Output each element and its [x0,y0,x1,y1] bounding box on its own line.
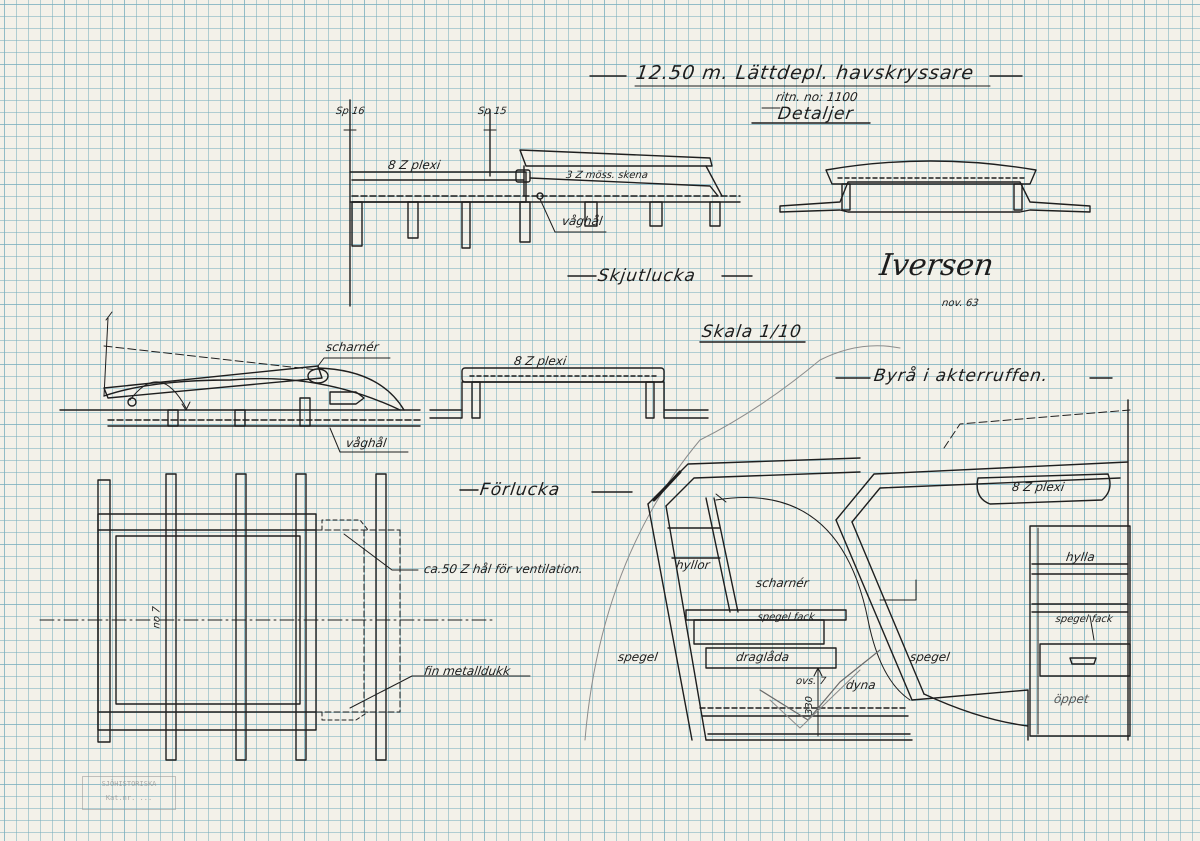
drawing-title: 12.50 m. Lättdepl. havskryssare [634,62,976,84]
title-rules [459,75,1113,493]
station-15-label: Sp 15 [477,106,508,117]
forlucka-drawing [39,311,709,761]
mirror-compartment-2-label: spegel fack [1054,614,1114,625]
archive-stamp: SJÖHISTORISKA Kat.nr. ... [82,776,176,810]
byra-heading: Byrå i akterruffen. [872,366,1050,386]
metal-mesh-label: fin metalldukk [423,664,512,678]
shelf-label: hylla [1065,550,1096,564]
byra-drawing [584,345,1131,741]
byra-plexi-label: 8 Z plexi [1011,480,1066,494]
signature: Iversen [877,248,996,283]
skjutlucka-heading: Skjutlucka [596,266,698,286]
ventilation-hole-label: ca.50 Z hål för ventilation. [423,562,584,576]
cushion-label: dyna [845,678,877,692]
mirror-right-label: spegel [909,650,951,664]
mirror-compartment-1-label: spegel fack [756,612,816,623]
skjutlucka-drawing [343,99,1091,307]
forlucka-heading: Förlucka [478,480,562,500]
drawer-label: draglåda [735,650,791,664]
forlucka-plexi-label: 8 Z plexi [513,354,568,368]
scale-label: Skala 1/10 [700,322,804,342]
skjutlucka-drain-label: våghål [561,214,604,228]
open-label: öppet [1053,692,1090,706]
byra-hinge-label: scharnér [755,576,810,590]
rail-label: 3 Z möss. skena [565,170,649,181]
top-dimension-label: ovs. 7 [795,676,827,687]
drawing-subtitle: Detaljer [776,104,855,124]
drawing-number: ritn. no: 1100 [775,90,859,104]
forlucka-drain-label: våghål [345,436,388,450]
height-dimension-label: 330 [804,695,816,716]
skjutlucka-plexi-label: 8 Z plexi [387,158,442,172]
forlucka-hinge-label: scharnér [325,340,380,354]
hatch-number-label: no 7 [151,605,163,630]
signature-date: nov. 63 [941,298,980,309]
forlucka-plan-view [39,473,531,761]
shelves-label: hyllor [675,558,711,572]
station-16-label: Sp 16 [335,106,366,117]
mirror-left-label: spegel [617,650,659,664]
